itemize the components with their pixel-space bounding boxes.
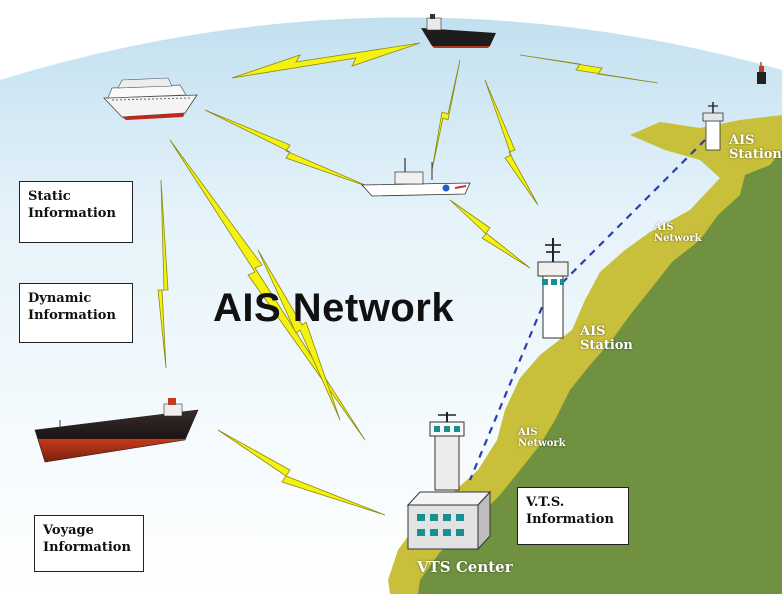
voyage-information-line2: Information xyxy=(43,540,131,555)
static-information-line2: Information xyxy=(28,206,116,221)
static-information-box: Static Information xyxy=(19,181,133,243)
ais-network-lower-label: AIS Network xyxy=(518,427,566,449)
voyage-information-box: Voyage Information xyxy=(34,515,144,572)
link-info-vertical xyxy=(157,179,169,369)
ais-station-top-line2: Station xyxy=(729,146,782,162)
ais-station-mid-line2: Station xyxy=(580,337,633,353)
vts-center-building xyxy=(406,412,492,551)
static-information-line1: Static xyxy=(28,189,71,204)
cruise-ship xyxy=(103,77,198,120)
cargo-ship-top xyxy=(421,14,496,48)
ais-network-lower-line1: AIS xyxy=(518,427,538,438)
ais-network-upper-label: AIS Network xyxy=(654,222,702,244)
tanker-ship xyxy=(34,398,199,463)
vts-information-box: V.T.S. Information xyxy=(517,487,629,545)
voyage-information-line1: Voyage xyxy=(43,523,94,538)
vts-center-label: VTS Center xyxy=(417,558,513,576)
dynamic-information-line1: Dynamic xyxy=(28,291,92,306)
ais-station-mid-tower xyxy=(537,238,569,339)
dynamic-information-box: Dynamic Information xyxy=(19,283,133,343)
space-area xyxy=(0,0,782,80)
link-tanker-to-vts xyxy=(217,429,386,516)
ais-station-top-tower xyxy=(702,102,724,151)
link-vts-to-station xyxy=(257,249,341,421)
link-cargo-to-station xyxy=(484,79,539,206)
vts-information-line1: V.T.S. xyxy=(526,495,565,510)
ais-station-mid-line1: AIS xyxy=(580,324,606,339)
vts-information-line2: Information xyxy=(526,512,614,527)
patrol-ship xyxy=(361,158,471,197)
ais-station-mid-label: AIS Station xyxy=(580,325,633,352)
ais-network-upper-line1: AIS xyxy=(654,222,674,233)
inland-area xyxy=(418,150,782,594)
diagram-title: AIS Network xyxy=(213,286,455,330)
link-cargo-to-beacon xyxy=(519,54,659,84)
link-patrol-to-station xyxy=(449,199,531,269)
ais-network-upper-line2: Network xyxy=(654,232,702,244)
ais-station-top-line1: AIS xyxy=(729,133,755,148)
ais-network-lower-line2: Network xyxy=(518,437,566,449)
link-cargo-to-cruise xyxy=(231,42,421,79)
beacon-buoy xyxy=(757,62,766,84)
dynamic-information-line2: Information xyxy=(28,308,116,323)
ais-station-top-label: AIS Station xyxy=(729,134,782,161)
